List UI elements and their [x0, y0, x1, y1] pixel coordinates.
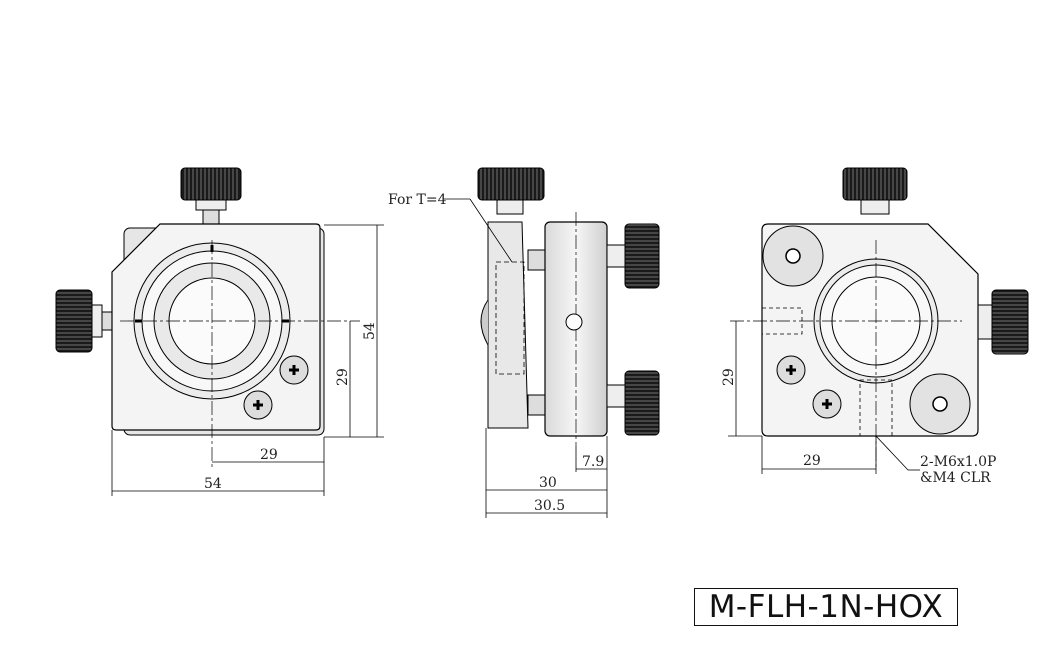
front-dim-center-width: 29 — [260, 447, 278, 463]
front-dim-center-height: 29 — [335, 368, 351, 386]
rear-screw-1 — [776, 355, 806, 385]
rear-dim-center-height: 29 — [721, 368, 737, 386]
side-top-knob — [477, 167, 545, 215]
front-screw-1 — [279, 355, 309, 385]
rear-callout-line2: &M4 CLR — [920, 470, 991, 486]
front-top-knob — [180, 167, 242, 225]
front-left-knob — [55, 289, 113, 353]
side-front-plate — [487, 221, 529, 429]
side-upper-knob — [606, 223, 660, 289]
rear-right-knob — [977, 289, 1029, 355]
side-callout: For T=4 — [388, 192, 447, 208]
rear-dim-center-width: 29 — [803, 453, 821, 469]
rear-callout-line1: 2-M6x1.0P — [920, 454, 996, 470]
front-dim-height: 54 — [362, 322, 378, 340]
model-number-label: M-FLH-1N-HOX — [694, 588, 958, 626]
rear-ball-plunger-bottom — [909, 373, 971, 435]
side-dim-total: 30.5 — [534, 498, 565, 514]
side-view: For T=4 7.9 30 30.5 — [388, 167, 660, 518]
rear-top-knob — [842, 167, 908, 215]
side-lower-knob — [606, 370, 660, 436]
rear-view: 29 29 2-M6x1.0P &M4 CLR — [721, 167, 1029, 486]
front-dim-width: 54 — [204, 476, 222, 492]
front-view: 54 29 29 54 — [55, 167, 384, 496]
front-screw-2 — [243, 390, 273, 420]
side-dim-body: 30 — [539, 475, 557, 491]
side-mount-hole — [565, 313, 583, 331]
rear-ball-plunger-top — [762, 225, 824, 287]
side-dim-offset: 7.9 — [582, 454, 604, 470]
rear-screw-2 — [812, 389, 842, 419]
